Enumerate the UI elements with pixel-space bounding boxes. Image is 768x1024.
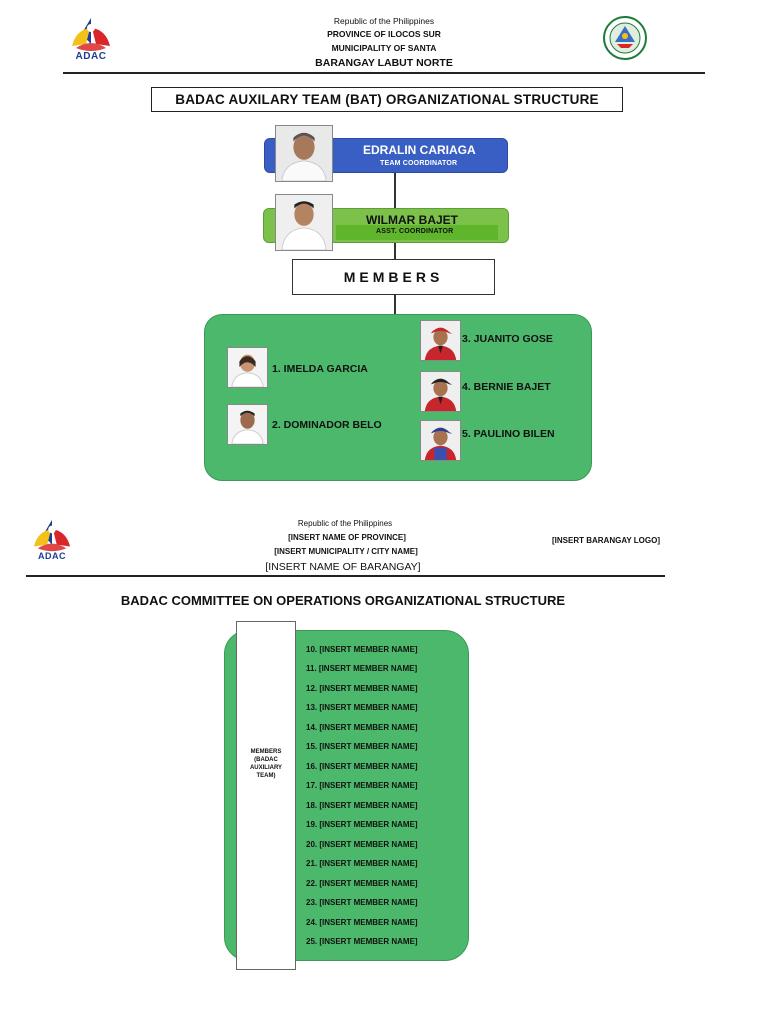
header-municipality: [INSERT MUNICIPALITY / CITY NAME] <box>274 547 418 556</box>
adac-emblem-icon <box>72 18 110 51</box>
person-photo-icon <box>421 372 460 411</box>
adac-logo-text: ADAC <box>75 51 107 62</box>
member-list-item: 18. [INSERT MEMBER NAME] <box>306 801 418 810</box>
adac-logo: ADAC <box>30 518 74 566</box>
committee-title: BADAC COMMITTEE ON OPERATIONS ORGANIZATI… <box>120 593 566 608</box>
member-list-item: 22. [INSERT MEMBER NAME] <box>306 879 418 888</box>
header-municipality: MUNICIPALITY OF SANTA <box>331 43 437 53</box>
connector-line <box>394 173 396 209</box>
header-republic: Republic of the Philippines <box>297 519 393 528</box>
adac-logo: ADAC <box>68 16 114 64</box>
connector-line <box>394 295 396 315</box>
member-photo <box>420 320 461 361</box>
barangay-logo-placeholder: [INSERT BARANGAY LOGO] <box>552 536 661 545</box>
coordinator-role: TEAM COORDINATOR <box>380 160 458 167</box>
members-label: MEMBERS (BADAC AUXILIARY TEAM) <box>249 749 283 779</box>
barangay-seal <box>603 16 647 60</box>
header-province: PROVINCE OF ILOCOS SUR <box>327 29 441 39</box>
member-list-item: 12. [INSERT MEMBER NAME] <box>306 684 418 693</box>
member-list-item: 25. [INSERT MEMBER NAME] <box>306 937 418 946</box>
member-name: 2. DOMINADOR BELO <box>272 419 382 431</box>
members-heading: MEMBERS <box>292 259 495 295</box>
person-photo-icon <box>276 195 332 250</box>
members-panel <box>204 314 592 481</box>
member-photo <box>227 404 268 445</box>
member-list-item: 16. [INSERT MEMBER NAME] <box>306 762 418 771</box>
coordinator-name: EDRALIN CARIAGA <box>363 143 476 157</box>
connector-line <box>394 243 396 260</box>
member-name: 5. PAULINO BILEN <box>462 428 555 440</box>
member-list-item: 24. [INSERT MEMBER NAME] <box>306 918 418 927</box>
person-photo-icon <box>421 321 460 360</box>
member-list-item: 11. [INSERT MEMBER NAME] <box>306 664 418 673</box>
asst-coordinator-name: WILMAR BAJET <box>366 213 458 227</box>
person-photo-icon <box>276 126 332 181</box>
member-list-item: 20. [INSERT MEMBER NAME] <box>306 840 418 849</box>
members-label-box: MEMBERS (BADAC AUXILIARY TEAM) <box>236 621 296 970</box>
member-list-item: 21. [INSERT MEMBER NAME] <box>306 859 418 868</box>
adac-emblem-icon <box>33 519 71 552</box>
adac-logo-text: ADAC <box>38 551 66 561</box>
member-list-item: 14. [INSERT MEMBER NAME] <box>306 723 418 732</box>
person-photo-icon <box>421 421 460 460</box>
header-barangay: BARANGAY LABUT NORTE <box>315 57 453 69</box>
coordinator-photo <box>275 125 333 182</box>
header-province: [INSERT NAME OF PROVINCE] <box>288 533 406 542</box>
header-barangay: [INSERT NAME OF BARANGAY] <box>265 561 421 573</box>
member-name: 1. IMELDA GARCIA <box>272 363 368 375</box>
member-list-item: 19. [INSERT MEMBER NAME] <box>306 820 418 829</box>
member-name: 4. BERNIE BAJET <box>462 381 551 393</box>
next-page-logo-fragment <box>46 1019 56 1024</box>
header-divider <box>63 72 705 74</box>
person-photo-icon <box>228 348 267 387</box>
member-photo <box>420 420 461 461</box>
member-list-item: 13. [INSERT MEMBER NAME] <box>306 703 418 712</box>
member-name: 3. JUANITO GOSE <box>462 333 553 345</box>
asst-coordinator-photo <box>275 194 333 251</box>
bat-title: BADAC AUXILARY TEAM (BAT) ORGANIZATIONAL… <box>151 87 623 112</box>
header-republic: Republic of the Philippines <box>333 16 435 26</box>
member-list-item: 10. [INSERT MEMBER NAME] <box>306 645 418 654</box>
header-divider <box>26 575 665 577</box>
member-list-item: 23. [INSERT MEMBER NAME] <box>306 898 418 907</box>
member-list-item: 15. [INSERT MEMBER NAME] <box>306 742 418 751</box>
asst-coordinator-role: ASST. COORDINATOR <box>376 228 454 235</box>
asst-role-bar <box>336 225 498 240</box>
person-photo-icon <box>228 405 267 444</box>
member-photo <box>227 347 268 388</box>
member-photo <box>420 371 461 412</box>
barangay-seal-icon <box>603 16 647 60</box>
member-list-item: 17. [INSERT MEMBER NAME] <box>306 781 418 790</box>
